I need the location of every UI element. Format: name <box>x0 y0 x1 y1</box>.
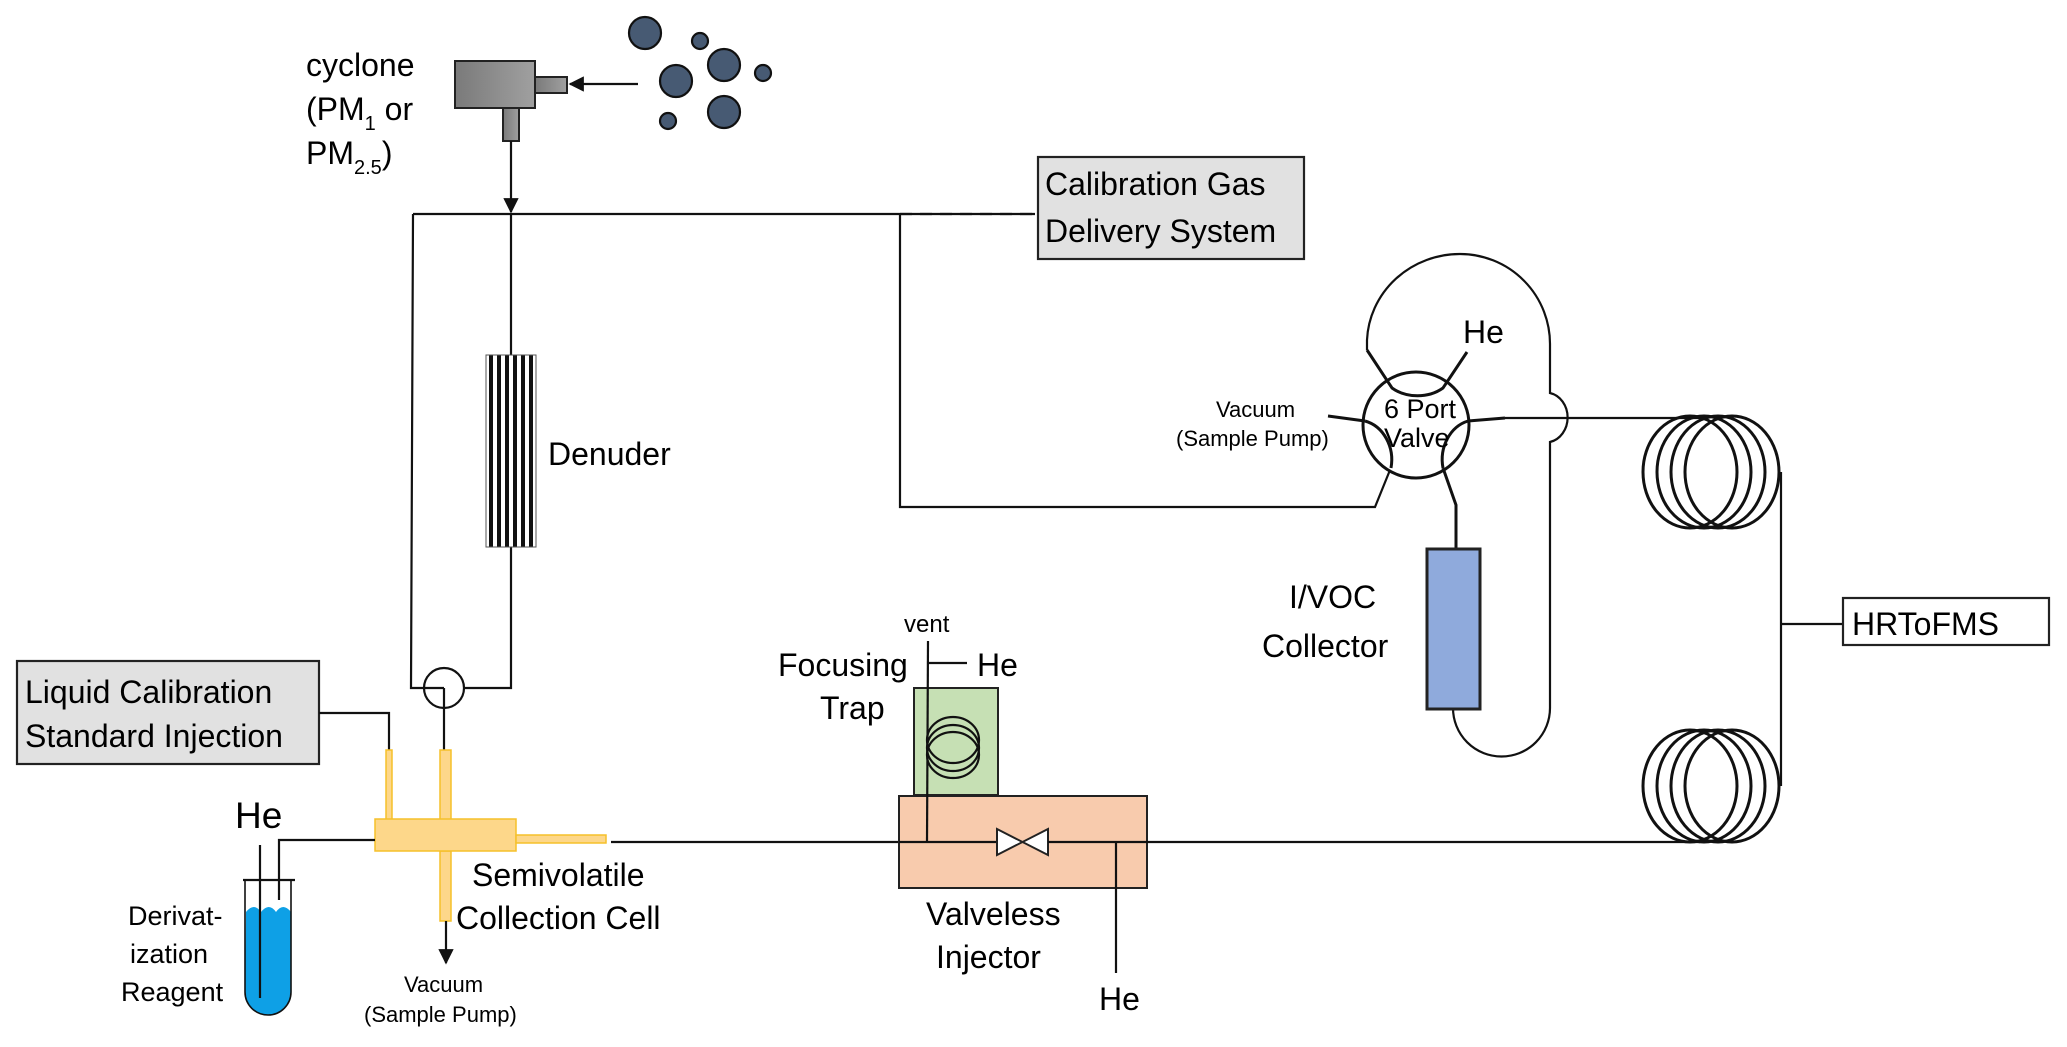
reagent-label-2: ization <box>130 939 208 969</box>
hrtofms-label: HRToFMS <box>1852 606 1999 642</box>
cyclone <box>454 60 568 142</box>
reagent-he-label: He <box>235 795 282 836</box>
particle <box>658 63 694 99</box>
denuder-label: Denuder <box>548 436 671 472</box>
cell-vacuum-label-1: Vacuum <box>404 972 483 997</box>
calibration-gas-label-1: Calibration Gas <box>1045 166 1266 202</box>
vent-label: vent <box>904 611 950 638</box>
coil-loop <box>1669 414 1767 530</box>
calibration-gas-box <box>1036 155 1306 261</box>
cell-vacuum-label-2: (Sample Pump) <box>364 1002 517 1027</box>
calibration-gas-delivery-system: Calibration Gas Delivery System <box>1036 155 1306 261</box>
reagent-label-3: Reagent <box>121 977 224 1007</box>
denuder <box>485 354 537 548</box>
liquid-calibration-box <box>15 659 321 766</box>
valve-internal-path <box>1364 419 1394 469</box>
particle <box>658 111 678 131</box>
valve-to-ivoc-line <box>1441 467 1458 549</box>
vent-line <box>925 640 930 843</box>
liquid-calibration-label-2: Standard Injection <box>25 718 283 754</box>
valve-symbol <box>996 827 1049 857</box>
valve-label-2: Valve <box>1384 423 1450 453</box>
upper-column-coil <box>1641 414 1781 530</box>
cell-body <box>374 818 517 852</box>
cyclone-label-pm25: PM2.5) <box>306 135 392 179</box>
ivoc-collector <box>1425 547 1482 711</box>
focusing-trap-label-2: Trap <box>820 690 885 726</box>
coil-loop <box>1641 414 1739 530</box>
liquid-calibration-label-1: Liquid Calibration <box>25 674 272 710</box>
cyclone-body <box>454 60 536 109</box>
hrtofms: HRToFMS <box>1841 596 2051 647</box>
six-port-valve <box>1361 370 1471 480</box>
injector-he-label: He <box>1099 981 1140 1017</box>
ivoc-label-1: I/VOC <box>1289 579 1376 615</box>
calibration-gas-label-2: Delivery System <box>1045 213 1276 249</box>
coil-loop <box>1655 728 1753 844</box>
derivatization-reagent-vial <box>243 838 375 1016</box>
particle <box>627 15 663 51</box>
reagent-headspace-line <box>277 838 375 900</box>
trap-he-label: He <box>977 647 1018 683</box>
valve-internal-path <box>1440 419 1469 469</box>
particles-group <box>627 15 773 131</box>
coil-loop <box>1655 414 1753 530</box>
valveless-injector <box>898 795 1148 889</box>
valve-label-1: 6 Port <box>1384 394 1457 424</box>
cell-label-2: Collection Cell <box>456 900 661 936</box>
reagent-liquid <box>245 907 291 1015</box>
bypass-line <box>409 213 444 690</box>
cell-label-1: Semivolatile <box>472 857 645 893</box>
particle <box>706 94 742 130</box>
valve-internal-path <box>1365 349 1469 398</box>
cyclone-inlet <box>534 76 568 94</box>
coil-loop <box>1669 728 1767 844</box>
valve-vacuum-label-1: Vacuum <box>1216 397 1295 422</box>
denuder-line-lower <box>464 547 513 690</box>
cell-outlet-tube <box>439 850 452 922</box>
cyclone-outlet <box>502 107 520 142</box>
liquid-calibration-standard-injection: Liquid Calibration Standard Injection <box>15 659 321 766</box>
injector-label-1: Valveless <box>926 896 1061 932</box>
liquid-calibration-line <box>319 711 391 750</box>
ivoc-label-2: Collector <box>1262 628 1389 664</box>
hrtofms-box <box>1841 596 2051 647</box>
particle <box>706 47 742 83</box>
focusing-trap-label-1: Focusing <box>778 647 908 683</box>
particle <box>690 31 710 51</box>
injector-label-2: Injector <box>936 939 1041 975</box>
cyclone-label-pm1: (PM1 or <box>306 91 413 135</box>
reagent-label-1: Derivat- <box>128 901 223 931</box>
lower-column-coil <box>1641 728 1781 844</box>
semivolatile-collection-cell <box>374 749 607 922</box>
cell-inlet-tube <box>439 749 452 821</box>
cyclone-label: cyclone <box>306 47 415 83</box>
coil-loop <box>1683 414 1781 530</box>
valve-vacuum-label-2: (Sample Pump) <box>1176 426 1329 451</box>
valve-output-line <box>1467 416 1506 423</box>
cell-injection-port <box>385 749 393 821</box>
coil-loop <box>1641 728 1739 844</box>
sample-loop <box>1365 252 1569 758</box>
sample-line-to-valve <box>898 214 1392 509</box>
valve-vacuum-leg <box>1327 414 1366 423</box>
cell-transfer-tube <box>515 834 607 844</box>
particle <box>753 63 773 83</box>
coil-loop <box>1683 728 1781 844</box>
vial-outline <box>244 880 292 1016</box>
valve-he-label: He <box>1463 314 1504 350</box>
